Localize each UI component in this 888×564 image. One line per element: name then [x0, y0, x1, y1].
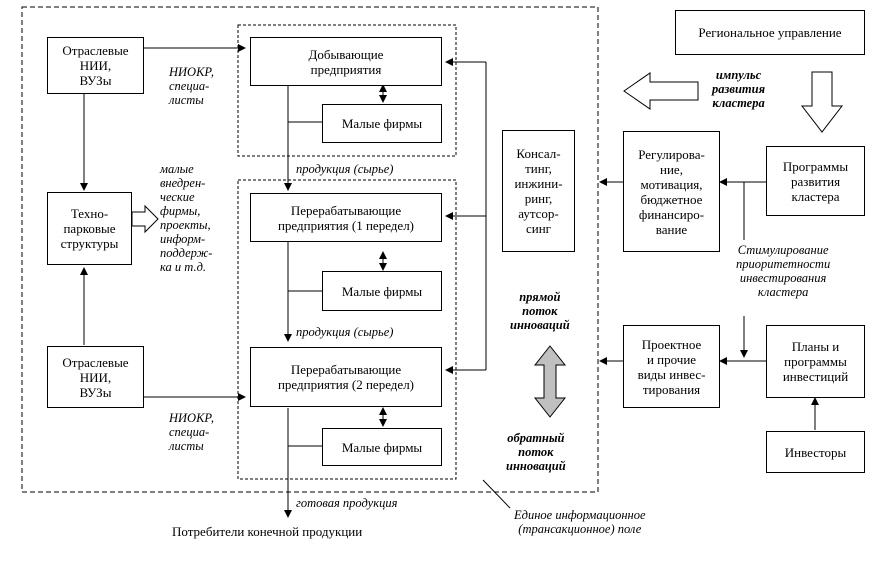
info-field-label: Единое информационное (трансакционное) п… [514, 508, 646, 536]
stimulus-label: Стимулирование приоритетности инвестиров… [736, 243, 831, 299]
cluster-frame [21, 6, 599, 493]
processing-group [237, 179, 457, 480]
small-firms-box-1: Малые фирмы [322, 104, 442, 143]
product-raw-label-2: продукция (сырье) [296, 325, 394, 339]
innovation-flow-arrow [533, 345, 567, 418]
finished-product-label: готовая продукция [296, 496, 398, 510]
technopark-block-arrow [131, 204, 159, 234]
development-programs-box: Программы развития кластера [766, 146, 865, 216]
small-innovation-firms-label: малые внедрен- ческие фирмы, проекты, ин… [160, 162, 213, 274]
direct-flow-label: прямой поток инноваций [510, 290, 570, 332]
nii-bottom-box: Отраслевые НИИ, ВУЗы [47, 346, 144, 408]
regional-block-arrow [800, 71, 844, 133]
impulse-label: импульс развития кластера [712, 68, 766, 110]
investment-plans-box: Планы и программы инвестиций [766, 325, 865, 398]
consumers-label: Потребители конечной продукции [172, 524, 363, 539]
investors-box: Инвесторы [766, 431, 865, 473]
nii-top-box: Отраслевые НИИ, ВУЗы [47, 37, 144, 94]
regulation-box: Регулирова- ние, мотивация, бюджетное фи… [623, 131, 720, 252]
reverse-flow-label: обратный поток инноваций [506, 431, 566, 473]
product-raw-label-1: продукция (сырье) [296, 162, 394, 176]
small-firms-box-3: Малые фирмы [322, 428, 442, 466]
processing-1-box: Перерабатывающие предприятия (1 передел) [250, 193, 442, 242]
niokr-label-bottom: НИОКР, специа- листы [169, 411, 215, 453]
niokr-label-top: НИОКР, специа- листы [169, 65, 215, 107]
mining-group [237, 24, 457, 157]
regional-management-box: Региональное управление [675, 10, 865, 55]
project-investment-box: Проектное и прочие виды инвес- тирования [623, 325, 720, 408]
technopark-box: Техно- парковые структуры [47, 192, 132, 265]
consulting-box: Консал- тинг, инжини- ринг, аутсор- синг [502, 130, 575, 252]
small-firms-box-2: Малые фирмы [322, 271, 442, 311]
processing-2-box: Перерабатывающие предприятия (2 передел) [250, 347, 442, 407]
impulse-block-arrow [623, 72, 699, 110]
mining-enterprises-box: Добывающие предприятия [250, 37, 442, 86]
